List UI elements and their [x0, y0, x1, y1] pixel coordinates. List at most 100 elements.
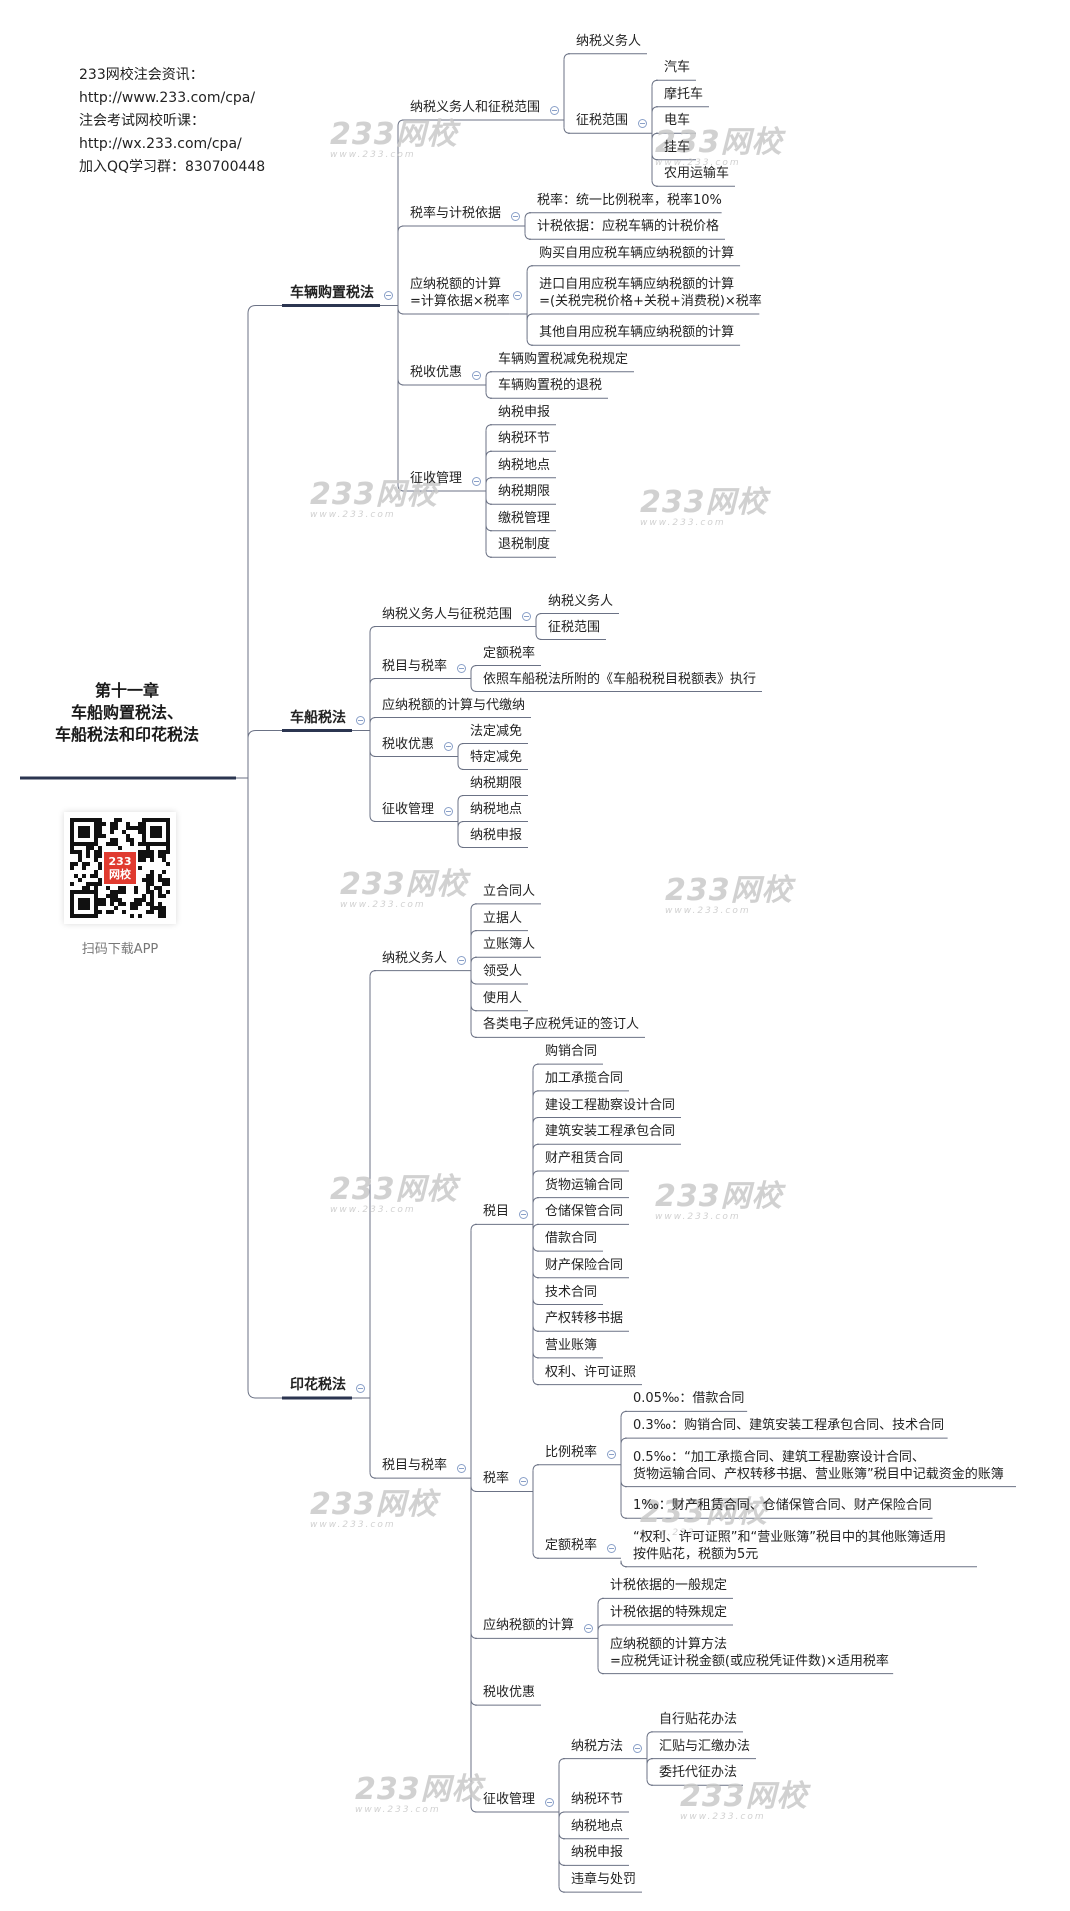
- subtopic[interactable]: 比例税率: [545, 1444, 597, 1461]
- leaf-topic[interactable]: 使用人: [483, 990, 522, 1007]
- leaf-topic[interactable]: 车辆购置税的退税: [498, 377, 602, 394]
- leaf-topic[interactable]: 加工承揽合同: [545, 1070, 623, 1087]
- subtopic[interactable]: 应纳税额的计算: [483, 1617, 574, 1634]
- leaf-topic[interactable]: 摩托车: [664, 86, 703, 103]
- leaf-topic[interactable]: 纳税期限: [498, 483, 550, 500]
- collapse-toggle-icon[interactable]: [633, 1744, 642, 1754]
- root-topic[interactable]: 第十一章 车船购置税法、 车船税法和印花税法: [20, 680, 234, 746]
- leaf-topic[interactable]: 各类电子应税凭证的签订人: [483, 1016, 639, 1033]
- leaf-topic[interactable]: 挂车: [664, 139, 690, 156]
- subtopic[interactable]: 定额税率: [545, 1537, 597, 1554]
- leaf-topic[interactable]: 纳税申报: [470, 827, 522, 844]
- leaf-topic[interactable]: 依照车船税法所附的《车船税税目税额表》执行: [483, 671, 756, 688]
- leaf-topic[interactable]: 汇贴与汇缴办法: [659, 1738, 750, 1755]
- subtopic[interactable]: 税目与税率: [382, 658, 447, 675]
- collapse-toggle-icon[interactable]: [384, 291, 393, 300]
- leaf-topic[interactable]: 纳税申报: [571, 1844, 623, 1861]
- collapse-toggle-icon[interactable]: [545, 1797, 554, 1807]
- leaf-topic[interactable]: 1‰：财产租赁合同、仓储保管合同、财产保险合同: [633, 1497, 932, 1514]
- branch-topic[interactable]: 车船税法: [290, 710, 346, 727]
- collapse-toggle-icon[interactable]: [638, 118, 647, 128]
- subtopic[interactable]: 征收管理: [410, 470, 462, 487]
- leaf-topic[interactable]: 纳税环节: [571, 1791, 623, 1808]
- leaf-topic[interactable]: 缴税管理: [498, 510, 550, 527]
- leaf-topic[interactable]: 汽车: [664, 59, 690, 76]
- leaf-topic[interactable]: 纳税义务人: [548, 593, 613, 610]
- leaf-topic[interactable]: 0.05‰：借款合同: [633, 1390, 744, 1407]
- collapse-toggle-icon[interactable]: [356, 1383, 365, 1393]
- leaf-topic[interactable]: 纳税地点: [571, 1818, 623, 1835]
- leaf-topic[interactable]: “权利、许可证照”和“营业账簿”税目中的其他账簿适用按件贴花，税额为5元: [633, 1529, 946, 1563]
- leaf-topic[interactable]: 0.3‰：购销合同、建筑安装工程承包合同、技术合同: [633, 1417, 944, 1434]
- leaf-topic[interactable]: 立据人: [483, 910, 522, 927]
- leaf-topic[interactable]: 农用运输车: [664, 165, 729, 182]
- subtopic[interactable]: 税率与计税依据: [410, 205, 501, 222]
- subtopic[interactable]: 税目: [483, 1203, 509, 1220]
- collapse-toggle-icon[interactable]: [444, 807, 453, 816]
- subtopic[interactable]: 税收优惠: [382, 736, 434, 753]
- leaf-topic[interactable]: 其他自用应税车辆应纳税额的计算: [539, 324, 734, 341]
- leaf-topic[interactable]: 财产保险合同: [545, 1257, 623, 1274]
- branch-topic[interactable]: 车辆购置税法: [290, 285, 374, 302]
- leaf-topic[interactable]: 领受人: [483, 963, 522, 980]
- subtopic[interactable]: 纳税义务人: [382, 950, 447, 967]
- leaf-topic[interactable]: 0.5‰：“加工承揽合同、建筑工程勘察设计合同、货物运输合同、产权转移书据、营业…: [633, 1449, 1004, 1483]
- leaf-topic[interactable]: 纳税环节: [498, 430, 550, 447]
- collapse-toggle-icon[interactable]: [513, 291, 523, 300]
- leaf-topic[interactable]: 纳税期限: [470, 775, 522, 792]
- subtopic[interactable]: 税收优惠: [410, 364, 462, 381]
- leaf-topic[interactable]: 税收优惠: [483, 1684, 535, 1701]
- leaf-topic[interactable]: 购销合同: [545, 1043, 597, 1060]
- leaf-topic[interactable]: 车辆购置税减免税规定: [498, 351, 628, 368]
- leaf-topic[interactable]: 购买自用应税车辆应纳税额的计算: [539, 245, 734, 262]
- info-line[interactable]: http://www.233.com/cpa/: [79, 90, 256, 106]
- subtopic[interactable]: 纳税义务人和征税范围: [410, 99, 540, 116]
- leaf-topic[interactable]: 计税依据的特殊规定: [610, 1604, 727, 1621]
- leaf-topic[interactable]: 应纳税额的计算方法=应税凭证计税金额(或应税凭证件数)×适用税率: [610, 1636, 889, 1670]
- collapse-toggle-icon[interactable]: [522, 612, 531, 621]
- leaf-topic[interactable]: 进口自用应税车辆应纳税额的计算=(关税完税价格+关税+消费税)×税率: [539, 276, 762, 310]
- subtopic[interactable]: 征收管理: [382, 801, 434, 818]
- branch-topic[interactable]: 印花税法: [290, 1377, 346, 1394]
- collapse-toggle-icon[interactable]: [472, 476, 481, 486]
- collapse-toggle-icon[interactable]: [511, 211, 520, 221]
- leaf-topic[interactable]: 立账簿人: [483, 936, 535, 953]
- leaf-topic[interactable]: 计税依据：应税车辆的计税价格: [537, 218, 719, 235]
- collapse-toggle-icon[interactable]: [457, 956, 466, 966]
- leaf-topic[interactable]: 纳税地点: [470, 801, 522, 818]
- subtopic[interactable]: 税目与税率: [382, 1457, 447, 1474]
- leaf-topic[interactable]: 营业账簿: [545, 1337, 597, 1354]
- leaf-topic[interactable]: 退税制度: [498, 536, 550, 553]
- leaf-topic[interactable]: 权利、许可证照: [545, 1364, 636, 1381]
- leaf-topic[interactable]: 违章与处罚: [571, 1871, 636, 1888]
- collapse-toggle-icon[interactable]: [356, 716, 365, 725]
- collapse-toggle-icon[interactable]: [472, 370, 481, 380]
- collapse-toggle-icon[interactable]: [457, 1463, 466, 1473]
- leaf-topic[interactable]: 特定减免: [470, 749, 522, 766]
- collapse-toggle-icon[interactable]: [550, 105, 559, 115]
- leaf-topic[interactable]: 委托代征办法: [659, 1764, 737, 1781]
- leaf-topic[interactable]: 纳税地点: [498, 457, 550, 474]
- collapse-toggle-icon[interactable]: [519, 1209, 528, 1219]
- leaf-topic[interactable]: 电车: [664, 112, 690, 129]
- subtopic[interactable]: 税率: [483, 1470, 509, 1487]
- leaf-topic[interactable]: 货物运输合同: [545, 1177, 623, 1194]
- info-line[interactable]: http://wx.233.com/cpa/: [79, 136, 242, 152]
- leaf-topic[interactable]: 征税范围: [548, 619, 600, 636]
- collapse-toggle-icon[interactable]: [607, 1543, 616, 1553]
- leaf-topic[interactable]: 借款合同: [545, 1230, 597, 1247]
- collapse-toggle-icon[interactable]: [444, 742, 453, 751]
- subtopic[interactable]: 纳税方法: [571, 1738, 623, 1755]
- collapse-toggle-icon[interactable]: [519, 1476, 528, 1486]
- leaf-topic[interactable]: 仓储保管合同: [545, 1203, 623, 1220]
- leaf-topic[interactable]: 产权转移书据: [545, 1310, 623, 1327]
- collapse-toggle-icon[interactable]: [457, 664, 466, 673]
- collapse-toggle-icon[interactable]: [607, 1450, 616, 1460]
- leaf-topic[interactable]: 财产租赁合同: [545, 1150, 623, 1167]
- leaf-topic[interactable]: 自行贴花办法: [659, 1711, 737, 1728]
- leaf-topic[interactable]: 定额税率: [483, 645, 535, 662]
- subtopic[interactable]: 征税范围: [576, 112, 628, 129]
- leaf-topic[interactable]: 法定减免: [470, 723, 522, 740]
- leaf-topic[interactable]: 建筑安装工程承包合同: [545, 1123, 675, 1140]
